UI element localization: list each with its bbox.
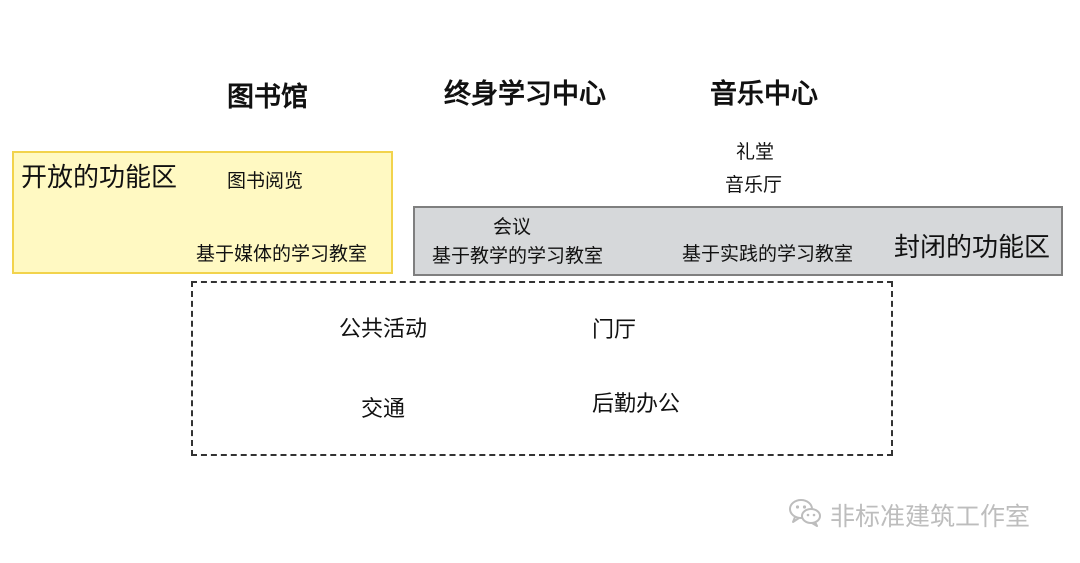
heading-library: 图书馆	[227, 82, 308, 113]
public-activity-label: 公共活动	[339, 317, 428, 342]
traffic-label: 交通	[361, 397, 406, 422]
watermark: 非标准建筑工作室	[788, 497, 1030, 533]
media-classroom-label: 基于媒体的学习教室	[196, 243, 368, 265]
open-function-zone	[12, 151, 393, 274]
heading-lifelong-learning: 终身学习中心	[444, 79, 606, 110]
closed-zone-label: 封闭的功能区	[894, 233, 1051, 263]
heading-music-center: 音乐中心	[710, 79, 818, 110]
open-zone-label: 开放的功能区	[21, 163, 178, 193]
watermark-text: 非标准建筑工作室	[830, 502, 1031, 531]
teaching-classroom-label: 基于教学的学习教室	[432, 245, 604, 267]
closed-function-zone	[413, 206, 1063, 276]
meeting-label: 会议	[493, 216, 532, 238]
auditorium-label: 礼堂	[736, 141, 775, 163]
practice-classroom-label: 基于实践的学习教室	[682, 243, 854, 265]
logistics-office-label: 后勤办公	[592, 392, 681, 417]
reading-room-label: 图书阅览	[227, 170, 304, 192]
music-hall-label: 音乐厅	[725, 174, 783, 196]
lobby-label: 门厅	[592, 318, 637, 343]
shared-function-zone	[191, 281, 893, 456]
wechat-icon	[788, 497, 822, 533]
